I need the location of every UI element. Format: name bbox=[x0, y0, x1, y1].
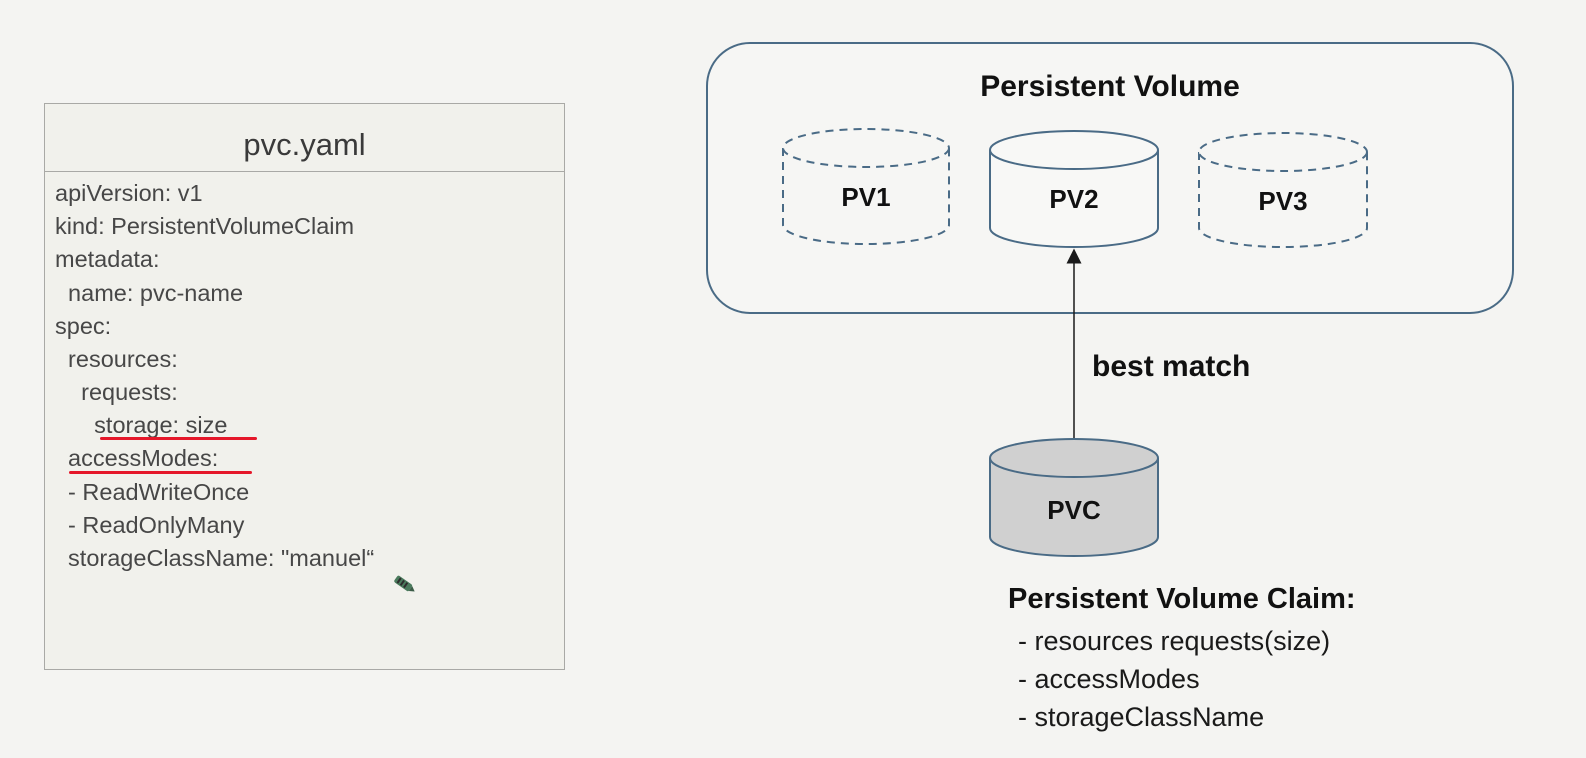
yaml-line: metadata: bbox=[55, 246, 160, 272]
pv2-cylinder bbox=[989, 130, 1159, 248]
pv3-cylinder bbox=[1198, 132, 1368, 248]
list-item: - accessModes bbox=[1018, 664, 1200, 694]
list-item: - storageClassName bbox=[1018, 702, 1265, 732]
yaml-title: pvc.yaml bbox=[45, 104, 564, 172]
yaml-line: spec: bbox=[55, 313, 112, 339]
pv2-label: PV2 bbox=[1049, 184, 1099, 214]
pv1-label: PV1 bbox=[841, 182, 891, 212]
yaml-line: name: pvc-name bbox=[55, 280, 244, 306]
persistent-volume-title: Persistent Volume bbox=[980, 70, 1240, 103]
yaml-line: accessModes: bbox=[55, 445, 219, 471]
list-item: - resources requests(size) bbox=[1018, 626, 1331, 656]
yaml-line: - ReadWriteOnce bbox=[55, 479, 250, 505]
pvc-label: PVC bbox=[1047, 495, 1101, 525]
yaml-line: storageClassName: "manuel“ bbox=[55, 545, 375, 571]
yaml-line: apiVersion: v1 bbox=[55, 180, 203, 206]
yaml-line: resources: bbox=[55, 346, 178, 372]
pen-cursor-icon bbox=[394, 575, 415, 592]
storage-highlight-underline bbox=[100, 437, 257, 440]
pv1-cylinder bbox=[782, 128, 950, 245]
best-match-label: best match bbox=[1092, 350, 1251, 383]
pvc-cylinder bbox=[989, 438, 1159, 557]
yaml-panel: pvc.yaml apiVersion: v1 kind: Persistent… bbox=[44, 103, 565, 670]
pvc-caption: Persistent Volume Claim: bbox=[1008, 583, 1356, 615]
accessmodes-highlight-underline bbox=[69, 471, 252, 474]
pvc-attribute-list: - resources requests(size) - accessModes… bbox=[1018, 622, 1330, 736]
yaml-line: kind: PersistentVolumeClaim bbox=[55, 213, 355, 239]
yaml-line: storage: size bbox=[55, 412, 228, 438]
yaml-line: requests: bbox=[55, 379, 178, 405]
yaml-line: - ReadOnlyMany bbox=[55, 512, 245, 538]
pv3-label: PV3 bbox=[1258, 186, 1308, 216]
